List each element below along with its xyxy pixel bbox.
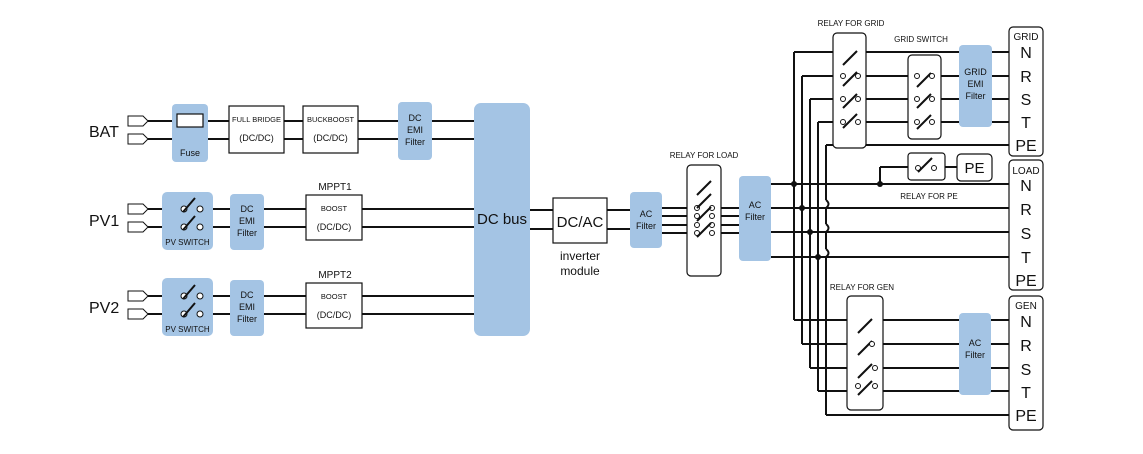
load-terminal: LOAD N R S T PE	[1008, 159, 1044, 291]
relay-load-label: RELAY FOR LOAD	[670, 151, 739, 160]
grid-emi-line2: EMI	[967, 79, 983, 89]
gen-terminal-r: R	[1020, 338, 1032, 355]
mppt1-boost-block: BOOST (DC/DC)	[305, 194, 363, 241]
load-terminal-title: LOAD	[1012, 166, 1039, 177]
load-terminal-s: S	[1021, 226, 1032, 243]
mppt2-boost-type: (DC/DC)	[317, 310, 352, 320]
dcac-label: DC/AC	[557, 214, 604, 231]
pv1-emi-line1: DC	[241, 204, 254, 214]
dc-bus-label: DC bus	[477, 211, 527, 228]
relay-pe-label: RELAY FOR PE	[900, 192, 958, 201]
dc-bus: DC bus	[474, 103, 530, 336]
bat-emi-line2: EMI	[407, 125, 423, 135]
mppt1-label: MPPT1	[318, 182, 352, 193]
mppt2-label: MPPT2	[318, 270, 352, 281]
relay-for-load	[686, 164, 722, 277]
ac-filter-1: AC Filter	[630, 192, 662, 248]
gen-terminal-pe: PE	[1015, 408, 1036, 425]
grid-switch-label: GRID SWITCH	[894, 35, 948, 44]
relay-for-grid	[832, 32, 867, 149]
buckboost-block: BUCKBOOST (DC/DC)	[302, 105, 359, 154]
mppt1-boost-label: BOOST	[321, 204, 348, 213]
gen-ac-filter: AC Filter	[959, 313, 991, 395]
load-terminal-r: R	[1020, 202, 1032, 219]
relay-for-pe	[907, 152, 946, 181]
relay-for-gen	[846, 295, 884, 411]
gen-terminal-t: T	[1021, 385, 1031, 402]
bat-label: BAT	[89, 124, 119, 141]
grid-emi-line3: Filter	[966, 91, 986, 101]
bat-emi-line3: Filter	[405, 137, 425, 147]
pv2-dc-emi-filter: DC EMI Filter	[230, 280, 264, 336]
pv1-dc-emi-filter: DC EMI Filter	[230, 194, 264, 250]
gen-terminal-n: N	[1020, 314, 1032, 331]
relay-grid-label: RELAY FOR GRID	[818, 19, 885, 28]
mppt2-boost-block: BOOST (DC/DC)	[305, 282, 363, 329]
grid-emi-filter: GRID EMI Filter	[959, 45, 992, 127]
gen-terminal-title: GEN	[1015, 301, 1037, 312]
pv1-emi-line2: EMI	[239, 216, 255, 226]
pv2-switch: PV SWITCH	[162, 278, 213, 336]
grid-terminal-pe: PE	[1015, 138, 1036, 155]
grid-terminal-t: T	[1021, 115, 1031, 132]
pv2-emi-line2: EMI	[239, 302, 255, 312]
load-terminal-pe: PE	[1015, 273, 1036, 290]
load-terminal-n: N	[1020, 178, 1032, 195]
full-bridge-label: FULL BRIDGE	[232, 115, 281, 124]
pe-terminal-label: PE	[964, 160, 984, 177]
inverter-label-line1: inverter	[560, 249, 600, 263]
grid-terminal: GRID N R S T PE	[1008, 26, 1044, 157]
ac-filter-2-line1: AC	[749, 200, 762, 210]
grid-switch	[907, 54, 942, 140]
pv2-emi-line1: DC	[241, 290, 254, 300]
grid-emi-line1: GRID	[964, 67, 987, 77]
fuse-block: Fuse	[172, 104, 208, 162]
pv1-switch-label: PV SWITCH	[165, 238, 210, 247]
pv2-switch-label: PV SWITCH	[165, 325, 210, 334]
ac-filter-2: AC Filter	[739, 176, 771, 261]
gen-ac-filter-line2: Filter	[965, 350, 985, 360]
grid-terminal-s: S	[1021, 92, 1032, 109]
ac-filter-1-line2: Filter	[636, 221, 656, 231]
pv1-switch: PV SWITCH	[162, 192, 213, 250]
gen-ac-filter-line1: AC	[969, 338, 982, 348]
buckboost-label: BUCKBOOST	[307, 115, 355, 124]
pe-terminal: PE	[956, 153, 993, 182]
ac-filter-2-line2: Filter	[745, 212, 765, 222]
mppt2-boost-label: BOOST	[321, 292, 348, 301]
gen-terminal: GEN N R S T PE	[1008, 295, 1044, 431]
input-connectors	[127, 115, 149, 320]
ac-filter-1-line1: AC	[640, 209, 653, 219]
gen-terminal-s: S	[1021, 362, 1032, 379]
bat-emi-line1: DC	[409, 113, 422, 123]
pv2-emi-line3: Filter	[237, 314, 257, 324]
pv1-label: PV1	[89, 213, 119, 230]
load-terminal-t: T	[1021, 250, 1031, 267]
relay-gen-label: RELAY FOR GEN	[830, 283, 894, 292]
pv1-emi-line3: Filter	[237, 228, 257, 238]
grid-terminal-title: GRID	[1014, 32, 1039, 43]
grid-terminal-r: R	[1020, 69, 1032, 86]
mppt1-boost-type: (DC/DC)	[317, 222, 352, 232]
grid-terminal-n: N	[1020, 45, 1032, 62]
buckboost-type: (DC/DC)	[313, 133, 348, 143]
pv2-label: PV2	[89, 300, 119, 317]
inverter-label-line2: module	[560, 264, 600, 278]
bat-dc-emi-filter: DC EMI Filter	[398, 102, 432, 160]
dcac-inverter: DC/AC inverter module	[552, 197, 608, 278]
fuse-label: Fuse	[180, 148, 200, 158]
full-bridge-block: FULL BRIDGE (DC/DC)	[228, 105, 285, 154]
full-bridge-type: (DC/DC)	[239, 133, 274, 143]
